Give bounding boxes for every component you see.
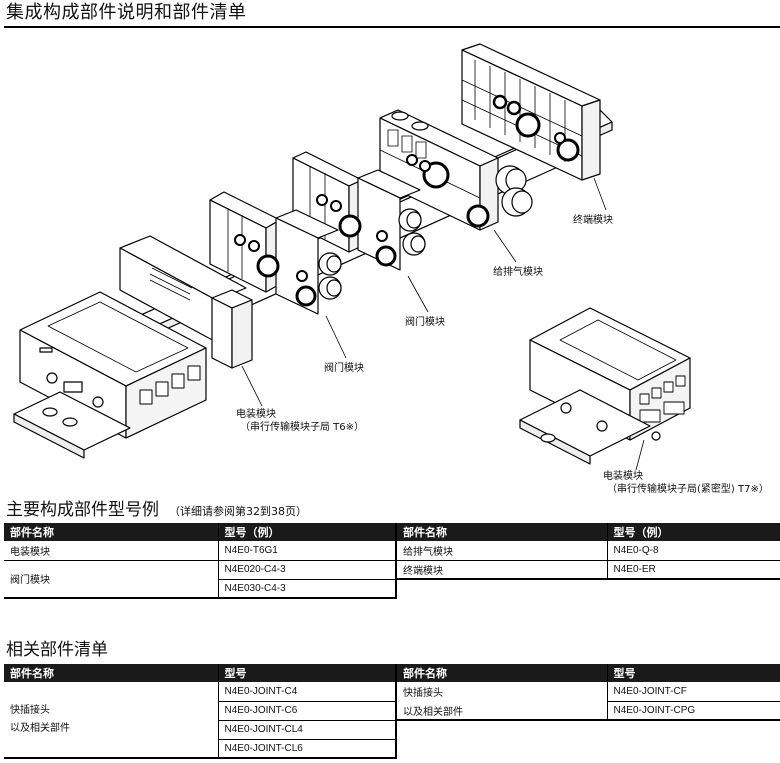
column-header-part-name: 部件名称	[397, 664, 608, 682]
column-header-part-name: 部件名称	[4, 664, 219, 682]
part-name: 终端模块	[397, 560, 608, 580]
title-underline	[4, 26, 780, 28]
column-header-model: 型号（例）	[607, 523, 780, 541]
label-electrical-module-t6-detail: （串行传输模块子局 T6※）	[240, 422, 365, 433]
part-model: N4E0-JOINT-C4	[218, 682, 397, 702]
part-model: N4E0-JOINT-CF	[607, 682, 780, 702]
label-electrical-module-t7: 电装模块	[603, 471, 643, 482]
table-row: N4E030-C4-3	[4, 579, 397, 599]
part-model: N4E0-JOINT-CPG	[607, 701, 780, 721]
manifold-illustration: 终端模块 给排气模块 阀门模块 阀门模块 电装模块 （串行传输模块子局 T6※）…	[0, 30, 780, 500]
main-parts-table-left: 部件名称 型号（例） 电装模块 N4E0-T6G1 阀门模块 N4E020-C4…	[4, 523, 397, 599]
table-row: 快插接头 N4E0-JOINT-CF	[397, 682, 780, 702]
supply-exhaust-module-drawing	[379, 109, 533, 231]
related-parts-table-right: 部件名称 型号 快插接头 N4E0-JOINT-CF 以及相关部件 N4E0-J…	[397, 664, 780, 721]
table-row: 阀门模块 N4E020-C4-3	[4, 560, 397, 599]
main-parts-table-right: 部件名称 型号（例） 给排气模块 N4E0-Q-8 终端模块 N4E0-ER	[397, 523, 780, 580]
part-name: 电装模块	[4, 541, 219, 561]
table-row: N4E0-JOINT-CL6	[4, 739, 397, 759]
part-model: N4E0-JOINT-CL6	[218, 739, 397, 759]
part-name-line1: 快插接头	[10, 704, 50, 716]
related-parts-table-left: 部件名称 型号 快插接头 以及相关部件 N4E0-JOINT-C4 N4E0-J…	[4, 664, 397, 759]
part-name: 快插接头	[397, 682, 608, 701]
column-header-part-name: 部件名称	[397, 523, 608, 541]
electrical-module-t6-drawing	[13, 235, 253, 459]
part-name-line2: 以及相关部件	[10, 722, 70, 734]
table-row: N4E0-JOINT-C6	[4, 701, 397, 721]
section-title-related-parts: 相关部件清单	[6, 640, 108, 660]
part-name-cell: 快插接头 以及相关部件	[4, 682, 219, 759]
column-header-model: 型号	[607, 664, 780, 682]
part-model: N4E0-ER	[607, 560, 780, 580]
table-row: 电装模块 N4E0-T6G1	[4, 541, 397, 561]
leader-lines	[241, 177, 645, 471]
label-supply-exhaust-module: 给排气模块	[493, 267, 543, 278]
section-title-main-parts: 主要构成部件型号例 （详细请参阅第32到38页）	[6, 499, 307, 523]
table-row: 终端模块 N4E0-ER	[397, 560, 780, 580]
table-row: N4E0-JOINT-CL4	[4, 720, 397, 740]
label-electrical-module-t7-detail: （串行传输模块子局(紧密型) T7※）	[607, 484, 769, 495]
column-header-model: 型号	[218, 664, 397, 682]
table-row: 给排气模块 N4E0-Q-8	[397, 541, 780, 561]
table-divider	[395, 664, 397, 758]
label-valve-module-rear: 阀门模块	[405, 317, 445, 328]
column-header-model: 型号（例）	[218, 523, 397, 541]
label-electrical-module-t6: 电装模块	[236, 409, 276, 420]
end-module-drawing	[461, 43, 601, 181]
part-model: N4E020-C4-3	[218, 560, 397, 580]
table-row: 以及相关部件 N4E0-JOINT-CPG	[397, 701, 780, 721]
part-model: N4E0-JOINT-C6	[218, 701, 397, 721]
label-valve-module-front: 阀门模块	[324, 363, 364, 374]
table-divider	[395, 523, 397, 598]
part-model: N4E030-C4-3	[218, 579, 397, 599]
label-end-module: 终端模块	[573, 215, 613, 226]
page-title: 集成构成部件说明和部件清单	[6, 2, 247, 23]
electrical-module-t7-drawing	[519, 307, 691, 465]
part-name: 给排气模块	[397, 541, 608, 561]
valve-module-front-drawing	[209, 191, 342, 315]
part-model: N4E0-T6G1	[218, 541, 397, 561]
table-row: 快插接头 以及相关部件 N4E0-JOINT-C4	[4, 682, 397, 759]
part-name: 以及相关部件	[397, 701, 608, 721]
part-model: N4E0-Q-8	[607, 541, 780, 561]
part-name: 阀门模块	[4, 560, 219, 599]
part-model: N4E0-JOINT-CL4	[218, 720, 397, 740]
main-parts-note: （详细请参阅第32到38页）	[169, 505, 307, 518]
main-parts-title: 主要构成部件型号例	[6, 500, 159, 520]
column-header-part-name: 部件名称	[4, 523, 219, 541]
